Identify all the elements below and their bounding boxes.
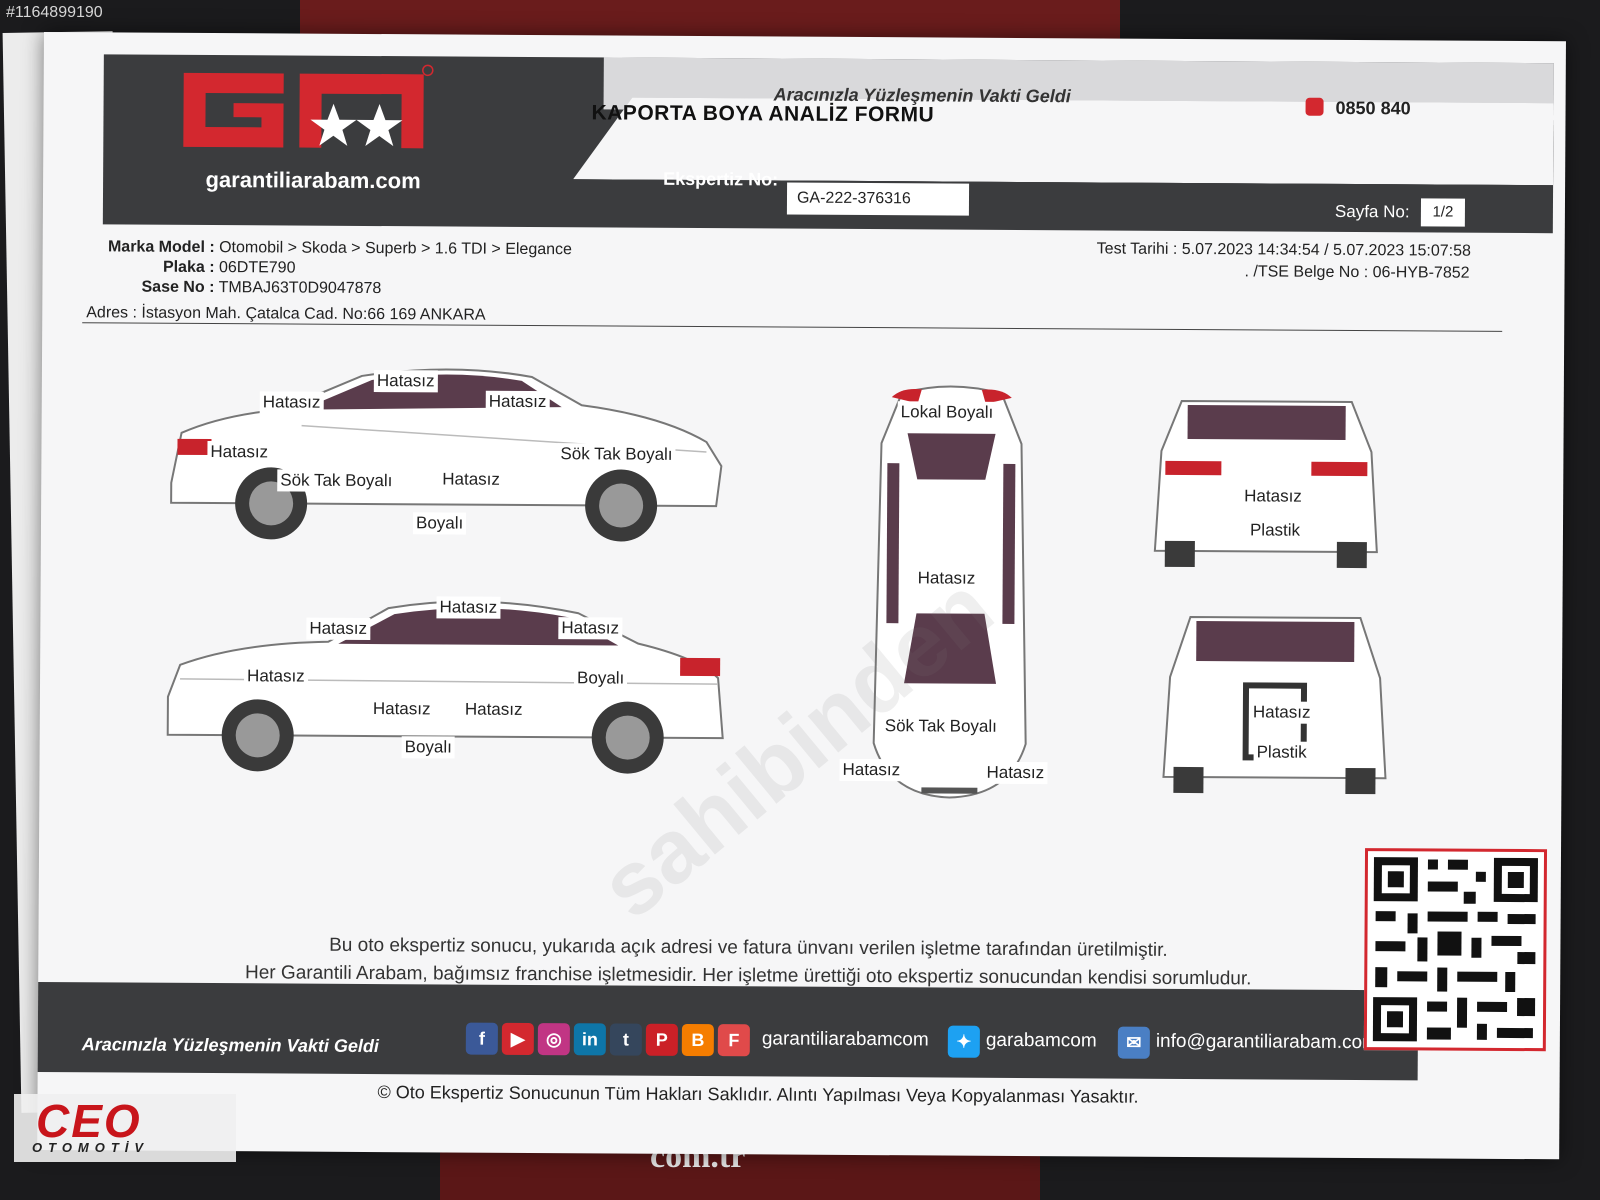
car-top-view [872, 385, 1027, 799]
divider [82, 322, 1503, 332]
panel-trunk-top: Lokal Boyalı [897, 401, 997, 424]
facebook-icon[interactable]: f [465, 1022, 498, 1055]
stock-photo-id: #1164899190 [6, 4, 103, 21]
phone-number: 0850 840 [1335, 97, 1411, 119]
facebook-handle: garantiliarabamcom [761, 1028, 929, 1051]
panel-roof-right: Hatasız [436, 596, 501, 619]
plaka-row: Plaka : 06DTE790 [97, 258, 296, 277]
panel-rear-door-right: Hatasız [461, 698, 526, 721]
youtube-icon[interactable]: ▶ [501, 1022, 534, 1056]
plaka-label: Plaka : [162, 258, 215, 277]
panel-front-pillar-left: Hatasız [485, 390, 550, 414]
instagram-icon[interactable]: ◎ [537, 1023, 570, 1056]
report-sheet: garantiliarabam.com Aracınızla Yüzleşmen… [37, 32, 1566, 1160]
panel-rear-pillar-left: Hatasız [259, 391, 324, 414]
twitter-icon[interactable]: ✦ [947, 1025, 980, 1058]
panel-front-door-right: Hatasız [369, 698, 434, 721]
panel-front-fender-right: Hatasız [244, 665, 308, 688]
test-date: Test Tarihi : 5.07.2023 14:34:54 / 5.07.… [1096, 240, 1471, 260]
marka-row: Marka Model : Otomobil > Skoda > Superb … [97, 238, 572, 259]
dealer-logo-sub: OTOMOTİV [32, 1140, 150, 1155]
panel-rear-fender-left: Hatasız [207, 441, 272, 464]
qr-code[interactable] [1363, 848, 1548, 1052]
panel-rear-pillar-right: Hatasız [558, 617, 623, 640]
panel-front-bumper: Hatasız [1249, 701, 1314, 724]
panel-front-right-top: Hatasız [983, 761, 1048, 785]
blogger-icon[interactable]: B [681, 1023, 714, 1057]
adres-row: Adres : İstasyon Mah. Çatalca Cad. No:66… [86, 304, 485, 324]
foursquare-icon[interactable]: F [717, 1024, 750, 1057]
sase-row: Sase No : TMBAJ63T0D9047878 [96, 278, 381, 298]
brand-logo: garantiliarabam.com [163, 63, 444, 205]
linkedin-icon[interactable]: in [573, 1023, 606, 1056]
dealer-logo: CEO OTOMOTİV [14, 1094, 236, 1162]
footer-slogan: Aracınızla Yüzleşmenin Vakti Geldi [81, 1034, 379, 1057]
sase-label: Sase No : [141, 278, 215, 297]
ekspertiz-number: GA-222-376316 [786, 182, 970, 216]
marka-value: Otomobil > Skoda > Superb > 1.6 TDI > El… [219, 239, 572, 259]
ekspertiz-label: Ekspertiz No: [663, 168, 779, 190]
phone-icon [1305, 97, 1324, 116]
email-icon[interactable]: ✉ [1117, 1026, 1150, 1059]
panel-front-plastic: Plastik [1253, 741, 1310, 764]
form-title: KAPORTA BOYA ANALİZ FORMU [591, 101, 935, 127]
marka-label: Marka Model : [107, 238, 215, 257]
panel-sill-left: Boyalı [412, 512, 467, 535]
email-address[interactable]: info@garantiliarabam.com [1155, 1030, 1378, 1054]
logo-mark [183, 64, 434, 149]
tumblr-icon[interactable]: t [609, 1023, 642, 1056]
plaka-value: 06DTE790 [218, 259, 296, 277]
panel-sill-right: Boyalı [401, 736, 455, 759]
panel-front-pillar-right: Hatasız [306, 617, 371, 641]
page-number: 1/2 [1420, 198, 1466, 227]
sase-value: TMBAJ63T0D9047878 [218, 279, 382, 298]
twitter-handle: garabamcom [985, 1029, 1097, 1052]
panel-rear-door-left: Sök Tak Boyalı [277, 469, 396, 493]
car-front-view [1162, 616, 1387, 795]
panel-rear-fender-right: Boyalı [573, 667, 628, 690]
page-number-label: Sayfa No: [1334, 201, 1410, 222]
panel-rear-plastic: Plastik [1246, 519, 1304, 542]
copyright: © Oto Ekspertiz Sonucunun Tüm Hakları Sa… [377, 1082, 1139, 1107]
panel-front-door-left: Hatasız [439, 468, 503, 491]
car-rear-view [1153, 399, 1378, 569]
tse-number: . /TSE Belge No : 06-HYB-7852 [1244, 263, 1470, 282]
panel-roof-left: Hatasız [373, 370, 438, 393]
adres-label: Adres : [86, 304, 138, 322]
logo-site-text: garantiliarabam.com [205, 166, 421, 194]
pinterest-icon[interactable]: P [645, 1023, 678, 1056]
panel-front-fender-left: Sök Tak Boyalı [557, 443, 676, 466]
dealer-logo-text: CEO [36, 1095, 142, 1147]
adres-value: İstasyon Mah. Çatalca Cad. No:66 169 ANK… [141, 304, 486, 324]
panel-rear-bumper: Hatasız [1241, 485, 1305, 508]
